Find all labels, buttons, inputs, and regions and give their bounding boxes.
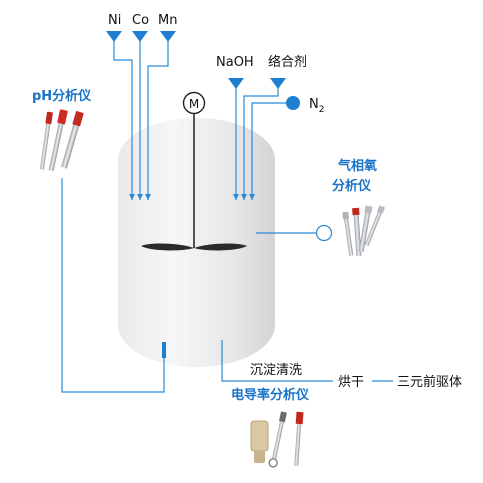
metal-feed-lines — [113, 38, 169, 200]
agitator: M — [141, 91, 247, 251]
mn-label: Mn — [158, 13, 177, 28]
complexing-agent-label: 络合剂 — [268, 54, 307, 70]
ni-label: Ni — [108, 13, 121, 28]
reagent-feed-lines — [233, 85, 290, 200]
ph-signal-line — [61, 178, 165, 393]
motor-label: M — [189, 97, 199, 111]
ph-probes-icon — [39, 109, 84, 172]
ph-analyzer-title: pH分析仪 — [32, 88, 92, 104]
mn-valve-icon — [160, 31, 176, 42]
oxygen-sensor-port — [315, 224, 333, 242]
conductivity-probes-icon — [250, 411, 304, 468]
oxygen-analyzer-title-line2: 分析仪 — [332, 178, 372, 194]
oxygen-analyzer-title-line1: 气相氧 — [338, 158, 377, 174]
co-valve-icon — [132, 31, 148, 42]
process-line — [221, 340, 333, 382]
impeller-blade-left — [141, 243, 194, 251]
conductivity-analyzer-title: 电导率分析仪 — [231, 387, 310, 403]
wash-label: 沉淀清洗 — [250, 363, 302, 378]
gas-inlet-icon — [286, 96, 300, 110]
naoh-valve-icon — [228, 78, 244, 89]
oxygen-probes-icon — [342, 205, 386, 257]
ni-valve-icon — [106, 31, 122, 42]
motor-icon — [182, 91, 206, 115]
impeller-blade-right — [194, 243, 247, 251]
ph-sensor-tip — [162, 342, 166, 358]
naoh-label: NaOH — [216, 55, 254, 70]
complexing-valve-icon — [270, 78, 286, 89]
product-label: 三元前驱体 — [397, 374, 462, 390]
dry-label: 烘干 — [338, 375, 364, 390]
metal-valves — [106, 31, 176, 42]
co-label: Co — [132, 13, 149, 28]
n2-label: N2 — [309, 97, 324, 115]
